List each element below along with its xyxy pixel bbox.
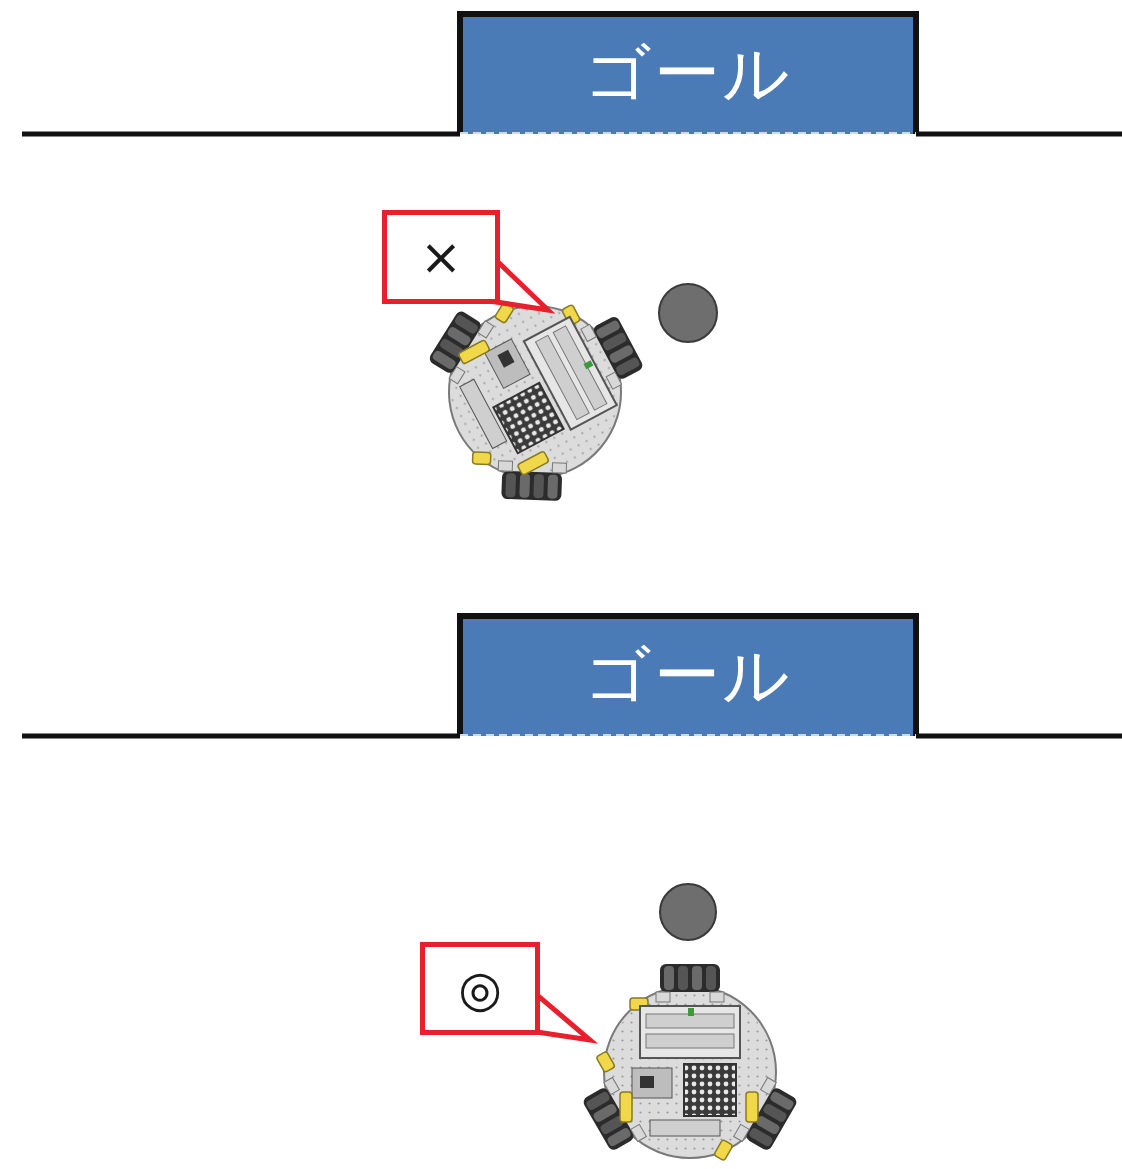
callout-mark: ◎ [458,964,502,1014]
goal-box: ゴール [460,616,916,736]
goal-area [460,616,916,736]
goal-area [460,14,916,134]
field-line [916,132,1122,137]
field-line [916,734,1122,739]
goal-outline [460,14,916,134]
goal-label: ゴール [584,643,792,709]
field-line [22,132,460,137]
field-line [22,734,460,739]
goal-outline [460,616,916,736]
callout-mark: × [420,232,462,282]
goal-line [460,734,916,736]
goal-line [460,132,916,134]
ball [659,284,717,342]
ball [660,884,716,940]
top-panel [22,14,1122,531]
goal-box: ゴール [460,14,916,134]
goal-label: ゴール [584,41,792,107]
robot [579,964,800,1161]
callout-box: ◎ [420,942,540,1035]
bottom-panel [22,616,1122,1161]
callout-box: × [382,210,500,304]
